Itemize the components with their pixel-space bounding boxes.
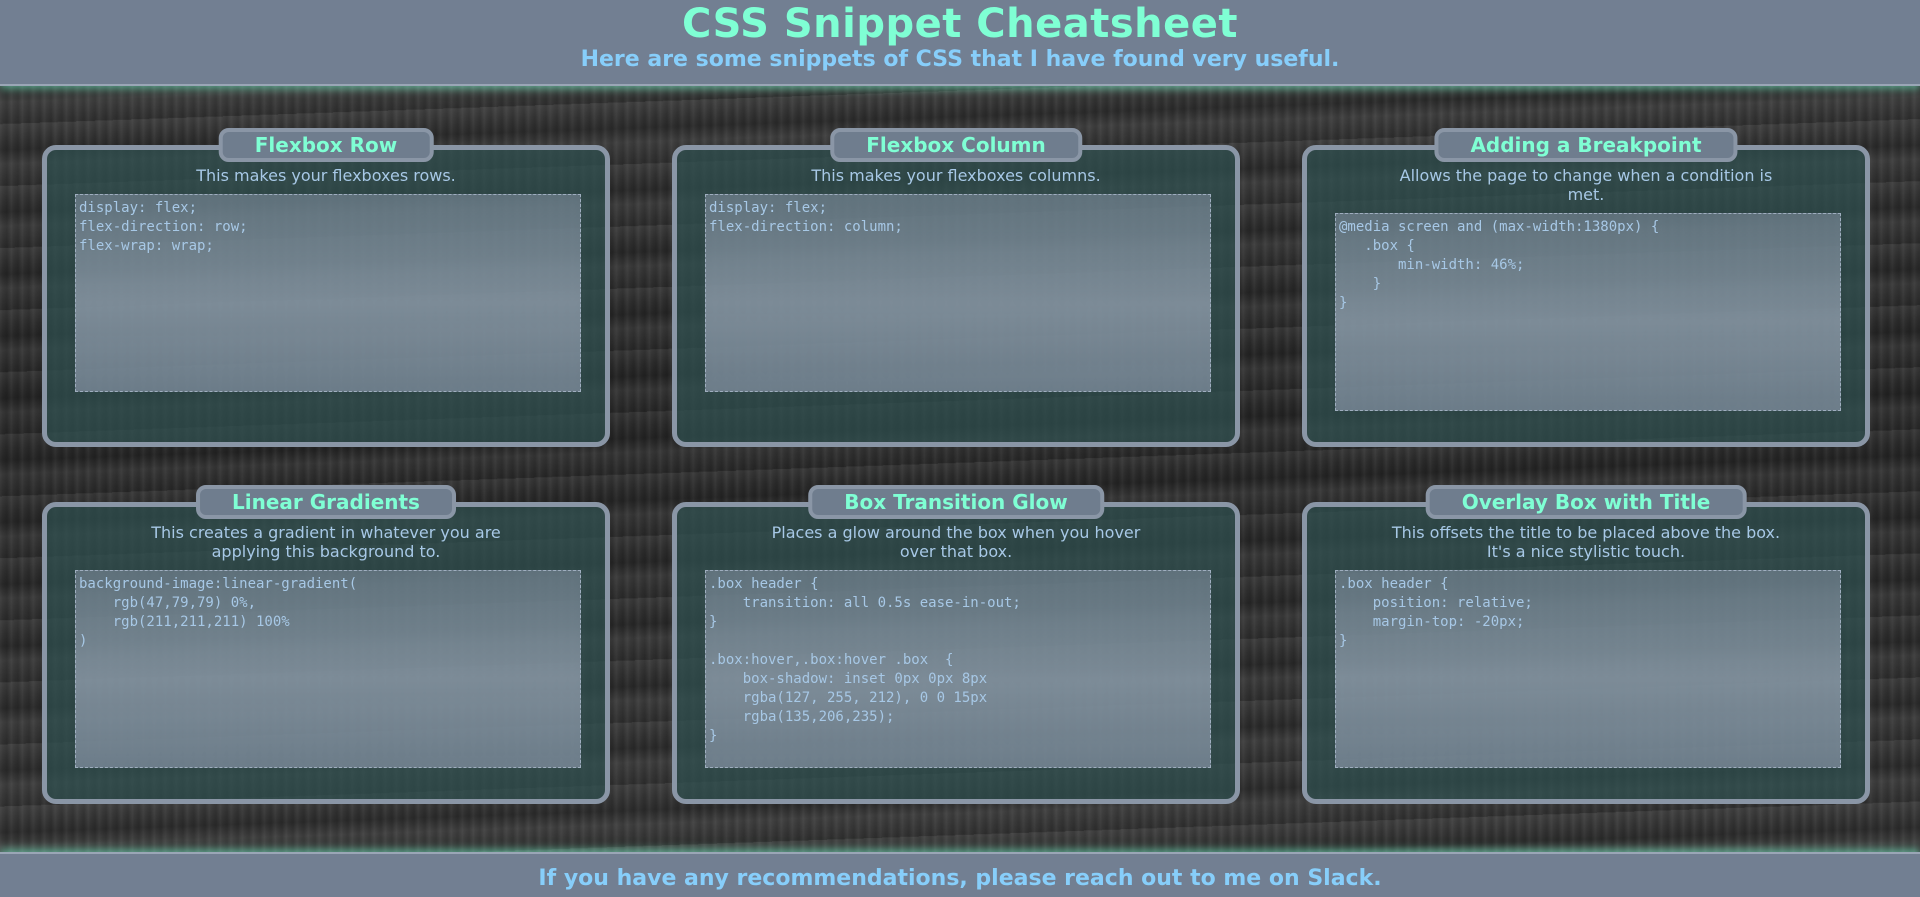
card-title: Adding a Breakpoint bbox=[1470, 133, 1702, 157]
card-title: Flexbox Row bbox=[254, 133, 398, 157]
page-header: CSS Snippet Cheatsheet Here are some sni… bbox=[0, 0, 1920, 86]
card-header: Overlay Box with Title bbox=[1425, 485, 1747, 519]
card-title: Linear Gradients bbox=[232, 490, 420, 514]
card-title: Box Transition Glow bbox=[844, 490, 1068, 514]
code-snippet[interactable]: background-image:linear-gradient( rgb(47… bbox=[75, 570, 581, 768]
card-description: Places a glow around the box when you ho… bbox=[771, 523, 1141, 561]
page-title: CSS Snippet Cheatsheet bbox=[681, 1, 1239, 47]
card-header: Flexbox Row bbox=[218, 128, 434, 162]
snippet-card-flexbox-column: Flexbox Column This makes your flexboxes… bbox=[672, 128, 1240, 447]
card-header: Box Transition Glow bbox=[808, 485, 1104, 519]
card-title: Flexbox Column bbox=[866, 133, 1046, 157]
card-description: This offsets the title to be placed abov… bbox=[1391, 523, 1781, 561]
snippet-card-adding-breakpoint: Adding a Breakpoint Allows the page to c… bbox=[1302, 128, 1870, 447]
footer-message: If you have any recommendations, please … bbox=[538, 866, 1382, 891]
card-header: Adding a Breakpoint bbox=[1434, 128, 1738, 162]
code-snippet[interactable]: .box header { position: relative; margin… bbox=[1335, 570, 1841, 768]
snippet-card-box-transition-glow: Box Transition Glow Places a glow around… bbox=[672, 485, 1240, 804]
card-description: Allows the page to change when a conditi… bbox=[1399, 166, 1773, 204]
code-snippet[interactable]: .box header { transition: all 0.5s ease-… bbox=[705, 570, 1211, 768]
card-description: This makes your flexboxes columns. bbox=[811, 166, 1101, 185]
code-snippet[interactable]: display: flex; flex-direction: row; flex… bbox=[75, 194, 581, 392]
snippet-card-overlay-box-title: Overlay Box with Title This offsets the … bbox=[1302, 485, 1870, 804]
card-header: Linear Gradients bbox=[196, 485, 456, 519]
page-subtitle: Here are some snippets of CSS that I hav… bbox=[580, 47, 1340, 72]
code-snippet[interactable]: display: flex; flex-direction: column; bbox=[705, 194, 1211, 392]
card-description: This makes your flexboxes rows. bbox=[196, 166, 456, 185]
snippet-grid: Flexbox Row This makes your flexboxes ro… bbox=[42, 125, 1878, 813]
card-description: This creates a gradient in whatever you … bbox=[151, 523, 501, 561]
snippet-card-flexbox-row: Flexbox Row This makes your flexboxes ro… bbox=[42, 128, 610, 447]
card-title: Overlay Box with Title bbox=[1461, 490, 1711, 514]
code-snippet[interactable]: @media screen and (max-width:1380px) { .… bbox=[1335, 213, 1841, 411]
page-footer: If you have any recommendations, please … bbox=[0, 852, 1920, 897]
snippet-card-linear-gradients: Linear Gradients This creates a gradient… bbox=[42, 485, 610, 804]
card-header: Flexbox Column bbox=[830, 128, 1082, 162]
